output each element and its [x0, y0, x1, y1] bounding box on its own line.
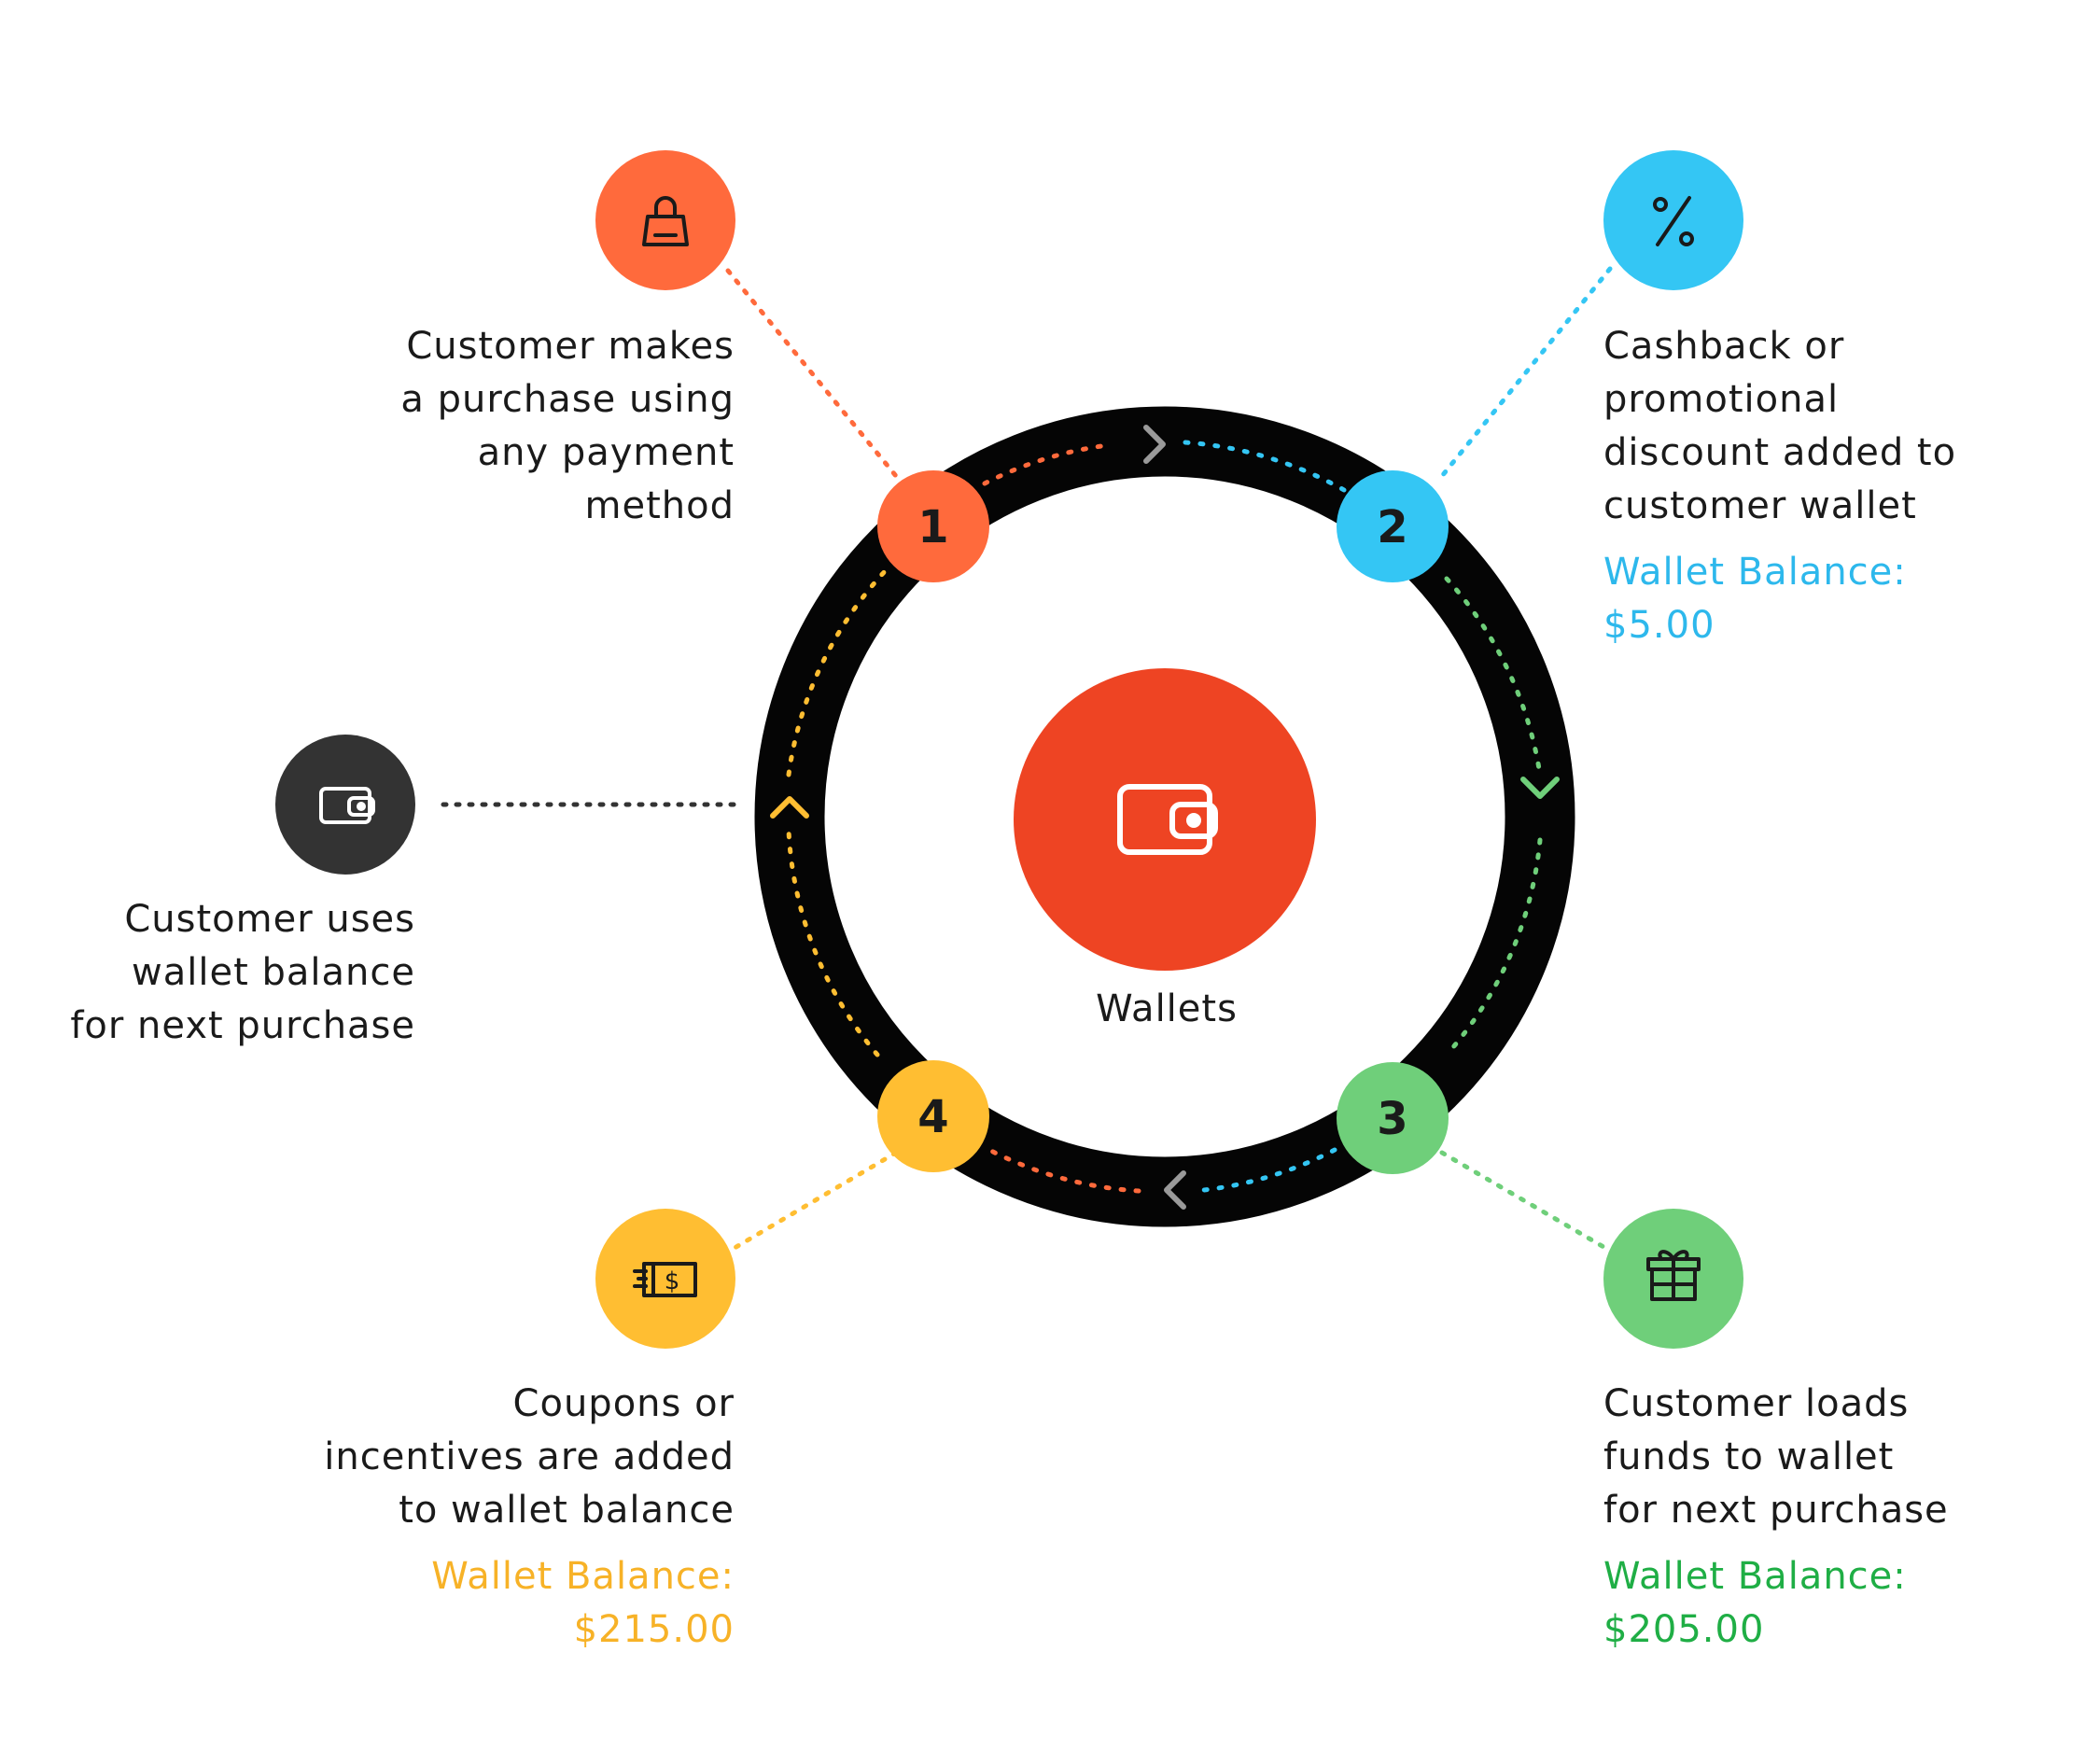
- step-4-wallet-balance: Wallet Balance: $215.00: [324, 1550, 735, 1657]
- step-3-wallet-balance: Wallet Balance: $205.00: [1603, 1550, 1949, 1657]
- step-1-description: Customer makes a purchase using any paym…: [400, 320, 735, 533]
- connector-2: [1439, 266, 1613, 479]
- center-wallets-label: Wallets: [1096, 987, 1238, 1030]
- chevron-left-icon: [1164, 1170, 1186, 1210]
- step-number-3: 3: [1377, 1093, 1407, 1145]
- chevron-down-icon: [1520, 777, 1560, 799]
- center-wallet-circle: [1014, 668, 1316, 971]
- percent-icon: [1653, 196, 1694, 246]
- wallet-balance-label: Wallet Balance:: [431, 1555, 735, 1598]
- connector-3: [1439, 1150, 1613, 1253]
- chevron-right-icon: [1143, 425, 1166, 464]
- step-1-line: Customer makes: [406, 325, 735, 368]
- ring-path-4-1b: [786, 567, 889, 777]
- step-node-1: 1: [877, 470, 989, 582]
- shopping-bag-icon: [642, 196, 689, 246]
- step-1-line: any payment: [477, 431, 735, 474]
- step-1-icon-badge: [595, 150, 735, 290]
- wallet-icon: [319, 787, 375, 824]
- step-1-line: a purchase using: [400, 378, 735, 421]
- wallet-balance-label: Wallet Balance:: [1603, 551, 1907, 594]
- cash-icon: $: [633, 1262, 697, 1297]
- step-2-description: Cashback or promotional discount added t…: [1603, 320, 1956, 652]
- wallet-balance-amount: $5.00: [1603, 604, 1715, 647]
- step-4-line: Coupons or: [512, 1382, 735, 1425]
- connector-4: [727, 1150, 899, 1253]
- step-4-line: to wallet balance: [399, 1489, 735, 1532]
- step-1-line: method: [584, 484, 735, 527]
- usage-icon-badge: [275, 735, 415, 875]
- step-2-icon-badge: [1603, 150, 1743, 290]
- ring-path-2-3: [1444, 576, 1543, 777]
- usage-line: for next purchase: [70, 1004, 415, 1047]
- ring-path-2-3b: [1444, 837, 1543, 1057]
- ring-path-1-2-blue: [1183, 440, 1347, 493]
- gift-icon: [1646, 1250, 1701, 1301]
- step-4-icon-badge: $: [595, 1209, 735, 1349]
- wallet-balance-label: Wallet Balance:: [1603, 1555, 1907, 1598]
- ring-path-4-1: [786, 828, 880, 1057]
- step-3-line: Customer loads: [1603, 1382, 1910, 1425]
- ring-path-3-4-blue: [1201, 1147, 1337, 1193]
- step-number-2: 2: [1377, 501, 1407, 553]
- step-2-wallet-balance: Wallet Balance: $5.00: [1603, 546, 1956, 652]
- wallet-balance-amount: $215.00: [573, 1608, 735, 1651]
- step-3-line: funds to wallet: [1603, 1435, 1895, 1478]
- step-node-2: 2: [1337, 470, 1449, 582]
- step-node-4: 4: [877, 1060, 989, 1172]
- svg-text:$: $: [665, 1267, 680, 1295]
- step-3-line: for next purchase: [1603, 1489, 1949, 1532]
- step-4-description: Coupons or incentives are added to walle…: [324, 1378, 735, 1657]
- wallet-icon: [1117, 784, 1218, 855]
- step-node-3: 3: [1337, 1062, 1449, 1174]
- step-number-4: 4: [917, 1091, 948, 1143]
- step-number-1: 1: [917, 501, 948, 553]
- connector-1: [725, 268, 899, 479]
- step-2-line: discount added to: [1603, 431, 1957, 474]
- usage-description: Customer uses wallet balance for next pu…: [70, 893, 415, 1053]
- wallet-balance-amount: $205.00: [1603, 1608, 1765, 1651]
- step-4-line: incentives are added: [324, 1435, 735, 1478]
- ring-path-1-2-orange: [982, 443, 1104, 486]
- usage-line: wallet balance: [132, 951, 415, 994]
- step-2-line: promotional: [1603, 378, 1840, 421]
- usage-line: Customer uses: [124, 898, 415, 941]
- step-3-description: Customer loads funds to wallet for next …: [1603, 1378, 1949, 1657]
- step-2-line: Cashback or: [1603, 325, 1845, 368]
- chevron-up-icon: [770, 796, 809, 819]
- ring-path-3-4-orange: [987, 1147, 1141, 1194]
- step-2-line: customer wallet: [1603, 484, 1917, 527]
- step-3-icon-badge: [1603, 1209, 1743, 1349]
